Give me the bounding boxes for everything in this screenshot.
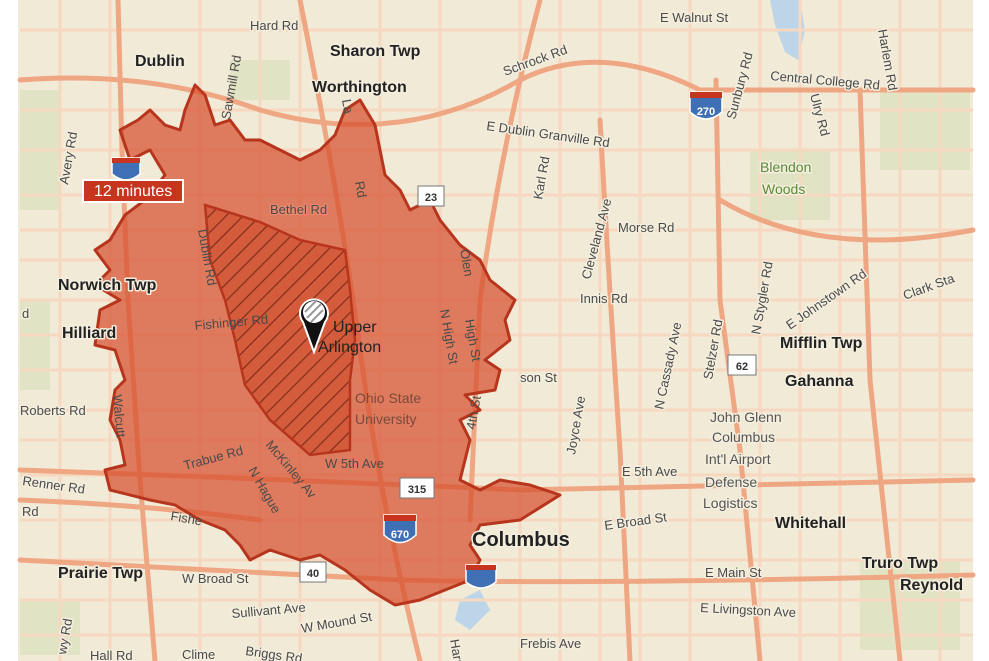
label-truro-twp: Truro Twp bbox=[862, 555, 938, 572]
svg-text:62: 62 bbox=[736, 361, 748, 373]
label-e-livingston-ave: E Livingston Ave bbox=[700, 600, 797, 620]
label-university: University bbox=[355, 411, 416, 427]
sr-315-shield: 315 bbox=[399, 477, 435, 499]
label-ohio-state: Ohio State bbox=[355, 390, 421, 406]
label-blendon: Blendon bbox=[760, 159, 811, 175]
svg-text:23: 23 bbox=[425, 192, 437, 204]
label-w-broad-st: W Broad St bbox=[182, 571, 249, 586]
label-roberts-rd: Roberts Rd bbox=[20, 403, 86, 418]
label-high-st: High St bbox=[462, 318, 484, 363]
label-morse-rd: Morse Rd bbox=[618, 220, 674, 235]
label-john-glenn: John Glenn bbox=[710, 409, 782, 425]
label-e-main-st: E Main St bbox=[705, 565, 762, 580]
label-fisher-rd: Fishe bbox=[169, 508, 203, 528]
interstate-70-shield bbox=[465, 564, 497, 589]
label-columbus: Columbus bbox=[472, 529, 570, 551]
label-dublin: Dublin bbox=[135, 53, 185, 70]
label-gahanna: Gahanna bbox=[785, 373, 854, 390]
label-fishinger-rd: Fishinger Rd bbox=[194, 312, 269, 333]
label-arlington: Arlington bbox=[318, 339, 381, 356]
label-norwich-twp: Norwich Twp bbox=[58, 277, 157, 294]
label-hall-rd: Hall Rd bbox=[90, 648, 133, 661]
label-e-walnut-st: E Walnut St bbox=[660, 10, 729, 25]
label-mifflin-twp: Mifflin Twp bbox=[780, 335, 863, 352]
drive-time-badge: 12 minutes bbox=[82, 179, 185, 203]
label-intl-airport: Int'l Airport bbox=[705, 451, 771, 467]
label-woods: Woods bbox=[762, 181, 805, 197]
label-upper: Upper bbox=[333, 319, 377, 336]
hatched-zone[interactable] bbox=[203, 203, 357, 457]
label-4th-st: 4th St bbox=[463, 394, 484, 430]
label-whitehall: Whitehall bbox=[775, 515, 846, 532]
us-62-shield: 62 bbox=[727, 354, 757, 376]
label-hilliard: Hilliard bbox=[62, 325, 116, 342]
label-logistics: Logistics bbox=[703, 495, 757, 511]
label-sharon-twp: Sharon Twp bbox=[330, 43, 421, 60]
label-wy-rd: wy Rd bbox=[54, 617, 75, 656]
drive-time-label: 12 minutes bbox=[94, 183, 173, 200]
label-columbus-airport: Columbus bbox=[712, 429, 775, 445]
label-worthington: Worthington bbox=[312, 79, 407, 96]
label-innis-rd: Innis Rd bbox=[580, 291, 628, 306]
svg-text:315: 315 bbox=[408, 484, 426, 496]
right-border bbox=[973, 0, 989, 661]
label-w-5th-ave: W 5th Ave bbox=[325, 456, 384, 471]
label-left-d: d bbox=[22, 306, 29, 321]
svg-text:40: 40 bbox=[307, 568, 319, 580]
label-rd-left: Rd bbox=[22, 504, 39, 519]
label-walcutt: Walcutt bbox=[110, 394, 129, 438]
label-prairie-twp: Prairie Twp bbox=[58, 565, 143, 582]
left-border bbox=[0, 0, 18, 661]
label-reynolds: Reynold bbox=[900, 577, 963, 594]
label-frebis-ave: Frebis Ave bbox=[520, 636, 581, 651]
label-e-5th-ave: E 5th Ave bbox=[622, 464, 677, 479]
label-hard-rd: Hard Rd bbox=[250, 18, 298, 33]
svg-text:270: 270 bbox=[697, 106, 715, 118]
label-lazelle: La bbox=[339, 98, 356, 116]
interstate-670-shield: 670 bbox=[383, 514, 417, 544]
label-climax: Clime bbox=[182, 647, 215, 661]
map-pin-icon[interactable] bbox=[299, 298, 329, 355]
label-defense: Defense bbox=[705, 474, 757, 490]
label-hudson-st: son St bbox=[520, 370, 557, 385]
us-40-shield: 40 bbox=[299, 561, 327, 583]
us-23-shield: 23 bbox=[417, 185, 445, 207]
label-bethel-rd: Bethel Rd bbox=[270, 202, 327, 217]
interstate-270-shield: 270 bbox=[689, 91, 723, 120]
label-pin-rd: Rd bbox=[352, 180, 370, 199]
label-olentangy: Olen bbox=[457, 248, 477, 278]
svg-text:670: 670 bbox=[391, 529, 409, 541]
interstate-270-west-shield bbox=[111, 157, 141, 181]
